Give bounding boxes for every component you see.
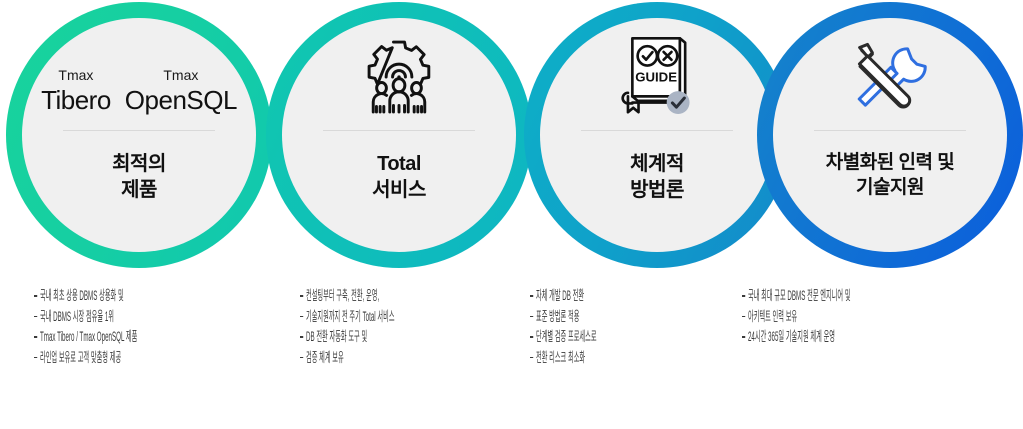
feature-circle-systematic-methodology[interactable]: GUIDE 체계적 방법론: [524, 2, 790, 268]
tmax-product-logos: Tmax Tibero Tmax OpenSQL: [41, 42, 237, 113]
logo-product-prefix: Open: [124, 84, 187, 115]
description-item: 국내 최초 상용 DBMS 상용화 및: [34, 286, 137, 307]
feature-circle-total-service[interactable]: Total 서비스: [266, 2, 532, 268]
description-list-differentiated-support: 국내 최대 규모 DBMS 전문 엔지니어 및 아키텍트 인력 보유 24시간 …: [742, 286, 851, 348]
caption-line-1: Total: [377, 153, 421, 175]
icon-area: [282, 18, 516, 130]
description-item: 기술지원까지 전 주기 Total 서비스: [300, 307, 395, 328]
description-item: 단계별 검증 프로세스로: [530, 327, 597, 348]
icon-area: GUIDE: [540, 18, 774, 130]
feature-caption: 체계적 방법론: [552, 151, 762, 203]
logo-brand-label: Tmax: [163, 66, 199, 83]
description-item: 라인업 보유로 고객 맞춤형 제공: [34, 348, 137, 369]
description-list-total-service: 컨설팅부터 구축, 전환, 운영, 기술지원까지 전 주기 Total 서비스 …: [300, 286, 395, 368]
logo-brand-label: Tmax: [58, 66, 94, 83]
description-item: 컨설팅부터 구축, 전환, 운영,: [300, 286, 395, 307]
feature-circle-inner: Tmax Tibero Tmax OpenSQL 최적의 제품: [22, 18, 256, 252]
circle-band: Tmax Tibero Tmax OpenSQL 최적의 제품: [6, 2, 1023, 268]
description-list-optimal-product: 국내 최초 상용 DBMS 상용화 및 국내 DBMS 시장 점유율 1위 Tm…: [34, 286, 137, 368]
description-item: 국내 최대 규모 DBMS 전문 엔지니어 및: [742, 286, 851, 307]
feature-caption: Total 서비스: [294, 151, 504, 203]
caption-line-1: 체계적: [630, 153, 684, 175]
circle-divider: [323, 130, 475, 131]
caption-line-1: 최적의: [112, 153, 166, 175]
caption-line-2: 서비스: [372, 179, 426, 201]
description-item: 24시간 365일 기술지원 체계 운영: [742, 327, 851, 348]
logo-tmax-tibero: Tmax Tibero: [41, 68, 111, 113]
logo-product-suffix: SQL: [186, 84, 237, 115]
description-item: Tmax Tibero / Tmax OpenSQL 제품: [34, 327, 137, 348]
feature-circle-inner: GUIDE 체계적 방법론: [540, 18, 774, 252]
circle-divider: [63, 130, 215, 131]
feature-circle-inner: 차별화된 인력 및 기술지원: [773, 18, 1007, 252]
description-list-systematic-methodology: 자체 개발 DB 전환 표준 방법론 적용 단계별 검증 프로세스로 전환 리스…: [530, 286, 597, 368]
description-item: 아키텍트 인력 보유: [742, 307, 851, 328]
description-item: 검증 체계 보유: [300, 348, 395, 369]
description-item: 국내 DBMS 시장 점유율 1위: [34, 307, 137, 328]
description-item: 표준 방법론 적용: [530, 307, 597, 328]
feature-caption: 최적의 제품: [34, 151, 244, 203]
caption-line-2: 제품: [121, 179, 157, 201]
feature-circle-differentiated-support[interactable]: 차별화된 인력 및 기술지원: [757, 2, 1023, 268]
gear-people-icon: [353, 31, 445, 123]
feature-circle-inner: Total 서비스: [282, 18, 516, 252]
description-item: DB 전환 자동화 도구 및: [300, 327, 395, 348]
guide-book-label: GUIDE: [635, 69, 677, 84]
caption-line-2: 기술지원: [856, 176, 924, 198]
feature-caption: 차별화된 인력 및 기술지원: [775, 151, 1005, 200]
feature-circle-optimal-product[interactable]: Tmax Tibero Tmax OpenSQL 최적의 제품: [6, 2, 272, 268]
wrench-screwdriver-icon: [844, 33, 936, 121]
description-item: 자체 개발 DB 전환: [530, 286, 597, 307]
logo-tmax-opensql: Tmax OpenSQL: [124, 66, 238, 115]
circle-divider: [581, 130, 733, 131]
logo-product-label: Tibero: [41, 84, 111, 115]
description-band: 국내 최초 상용 DBMS 상용화 및 국내 DBMS 시장 점유율 1위 Tm…: [0, 286, 1023, 429]
product-logo-area: Tmax Tibero Tmax OpenSQL: [22, 18, 256, 130]
caption-line-2: 방법론: [630, 179, 684, 201]
circle-divider: [814, 130, 966, 131]
guide-book-check-icon: GUIDE: [613, 31, 701, 123]
description-item: 전환 리스크 최소화: [530, 348, 597, 369]
icon-area: [773, 18, 1007, 130]
caption-line-1: 차별화된 인력 및: [825, 152, 955, 173]
logo-product-label: OpenSQL: [124, 84, 238, 115]
